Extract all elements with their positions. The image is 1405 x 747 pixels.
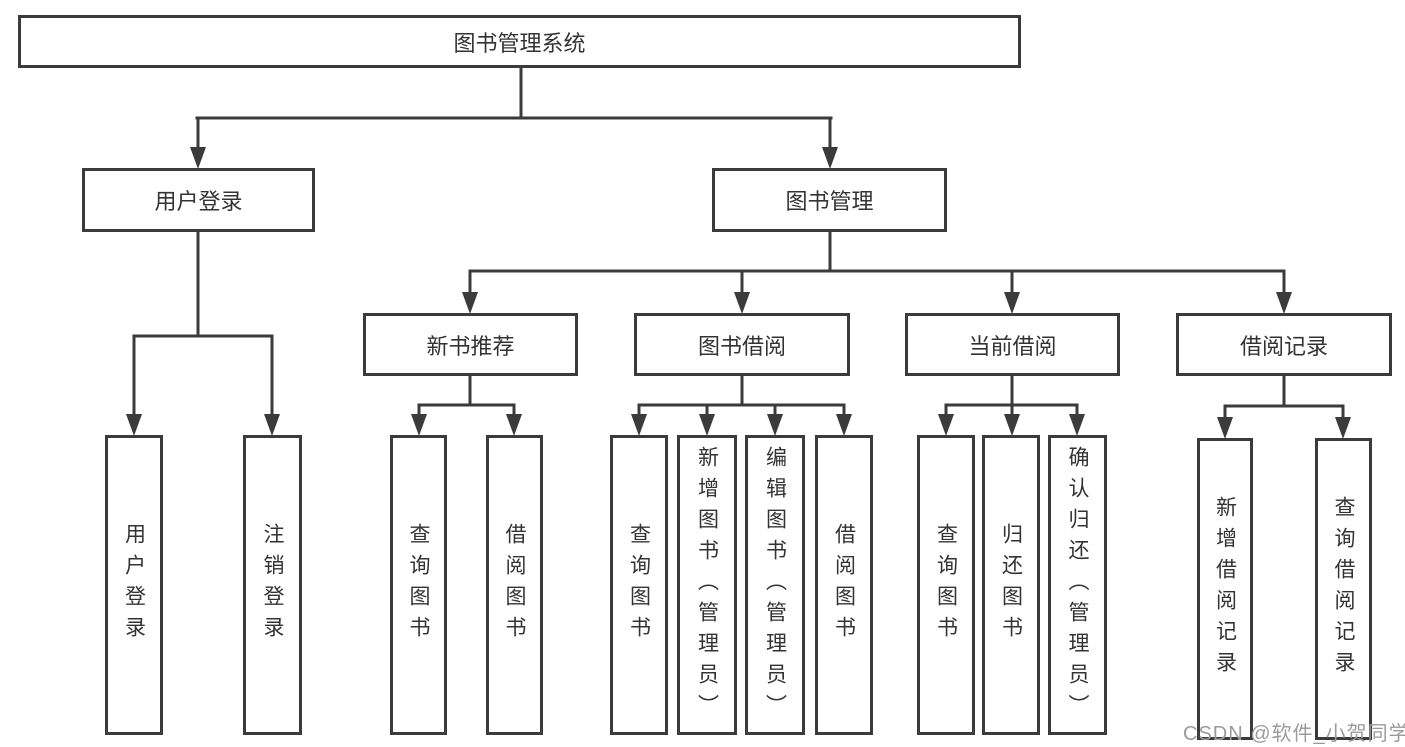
node-user-login: 用户登录 [82,168,315,232]
node-current-borrow-label: 当前借阅 [968,333,1057,359]
node-bb-borrow: 借阅图书 [815,435,873,735]
node-leaf-user-login-label: 用户登录 [122,523,146,647]
node-br-query: 查询借阅记录 [1315,438,1372,740]
node-bb-add-label: 新增图书（管理员） [695,445,719,725]
node-bb-query-label: 查询图书 [627,523,651,647]
node-leaf-logout-label: 注销登录 [261,523,284,647]
node-br-add: 新增借阅记录 [1197,438,1253,740]
csdn-watermark: CSDN @软件_小贺同学 [1183,723,1405,745]
node-root: 图书管理系统 [18,15,1021,68]
node-br-add-label: 新增借阅记录 [1213,496,1237,682]
node-nb-query: 查询图书 [390,435,447,735]
node-book-mgmt-label: 图书管理 [785,189,874,214]
node-new-book-rec: 新书推荐 [363,313,578,376]
node-cb-return-label: 归还图书 [999,523,1023,647]
node-book-mgmt: 图书管理 [712,168,947,232]
connector-book-borrow-children [631,374,852,436]
node-bb-edit: 编辑图书（管理员） [745,435,805,735]
node-current-borrow: 当前借阅 [905,313,1120,376]
node-bb-add: 新增图书（管理员） [677,435,737,735]
node-borrow-record: 借阅记录 [1176,313,1392,376]
node-leaf-logout: 注销登录 [243,435,302,735]
connector-book-mgmt-children [462,230,1292,314]
connector-root-to-level1 [190,66,838,169]
node-book-borrow-label: 图书借阅 [697,333,786,359]
node-cb-confirm-label: 确认归还（管理员） [1066,445,1089,725]
connector-borrow-record-children [1217,374,1351,439]
node-br-query-label: 查询借阅记录 [1332,496,1355,682]
node-root-label: 图书管理系统 [453,30,586,56]
node-nb-borrow-label: 借阅图书 [503,523,526,647]
node-cb-return: 归还图书 [982,435,1040,735]
node-cb-query-label: 查询图书 [934,523,958,647]
connector-new-book-rec-children [411,374,522,436]
connector-current-borrow-children [938,374,1085,436]
node-cb-query: 查询图书 [917,435,975,735]
node-cb-confirm: 确认归还（管理员） [1048,435,1107,735]
connector-user-login-children [126,230,280,436]
node-book-borrow: 图书借阅 [634,313,850,376]
node-user-login-label: 用户登录 [154,189,243,214]
node-nb-query-label: 查询图书 [407,523,430,647]
node-bb-edit-label: 编辑图书（管理员） [763,445,787,725]
node-new-book-rec-label: 新书推荐 [426,333,515,359]
node-borrow-record-label: 借阅记录 [1239,333,1328,359]
node-bb-borrow-label: 借阅图书 [832,523,856,647]
node-nb-borrow: 借阅图书 [486,435,543,735]
node-leaf-user-login: 用户登录 [105,435,163,735]
node-bb-query: 查询图书 [610,435,668,735]
